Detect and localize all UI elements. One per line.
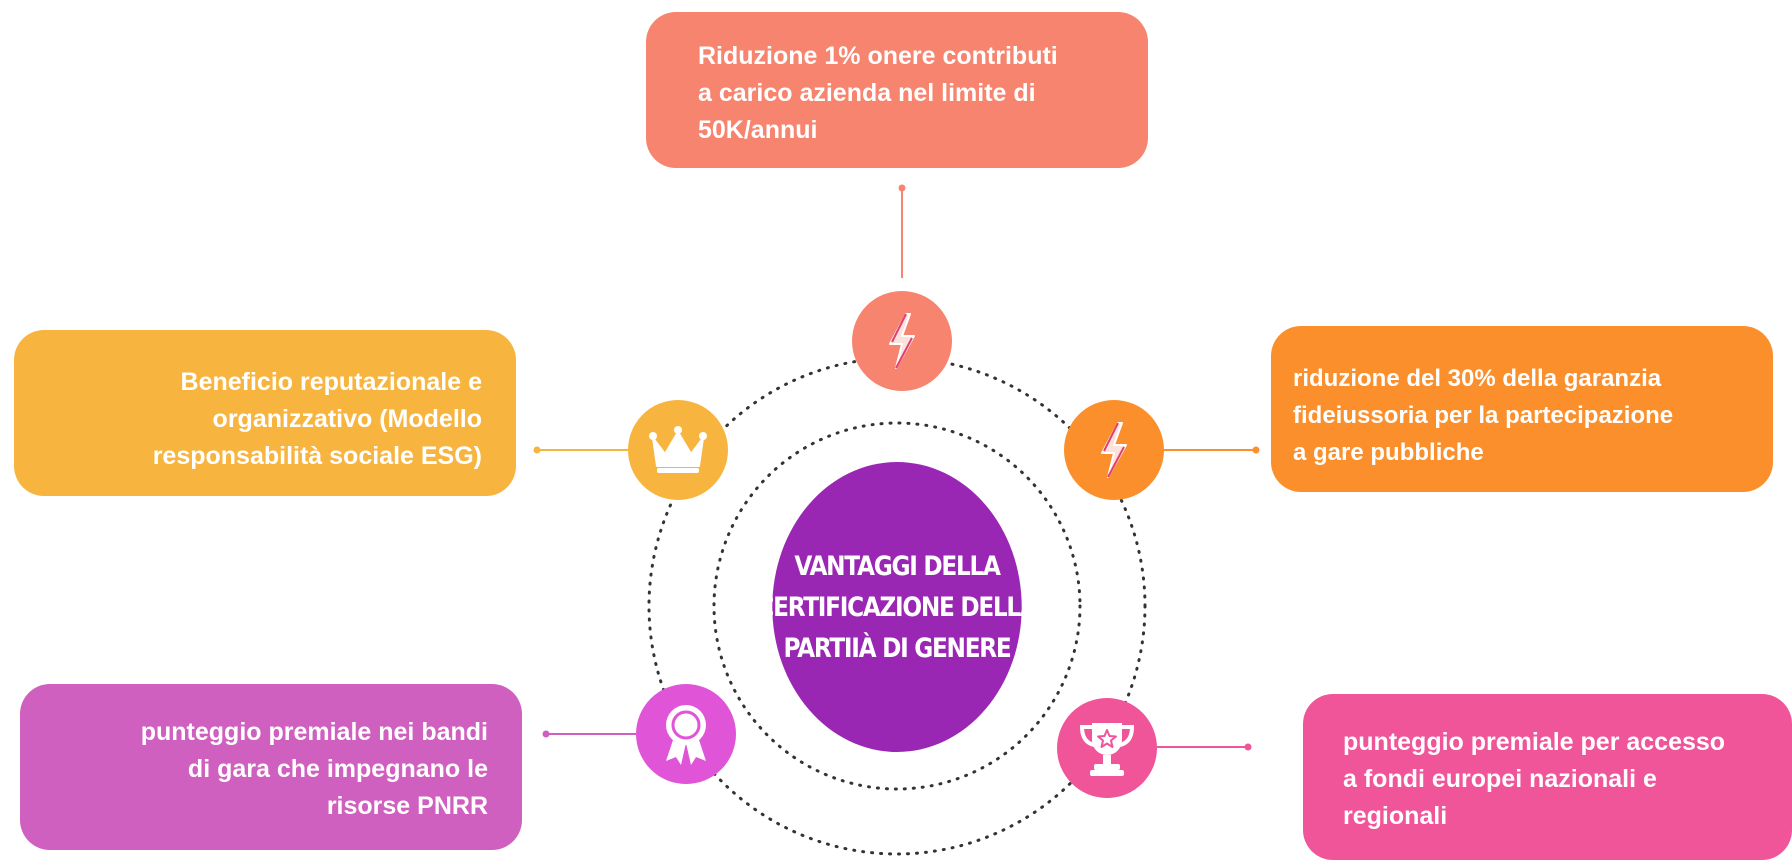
crown-icon [649,426,707,473]
benefit-line: regionali [1343,802,1448,830]
center-title-line: CERTIFICAZIONE DELLA [757,591,1038,623]
center-title-line: PARTIIÀ DI GENERE [783,632,1012,664]
lightning-icon [1101,422,1127,478]
node-top-right [1064,400,1164,500]
benefit-line: organizzativo (Modello [212,405,482,433]
connector-top-dot [898,184,906,192]
connector-top-right-dot [1252,446,1260,454]
benefit-text-bottom-right: punteggio premiale per accesso a fondi e… [1343,724,1792,835]
benefit-line: risorse PNRR [326,792,488,820]
benefit-line: Beneficio reputazionale e [180,368,482,396]
benefit-line: fideiussoria per la partecipazione [1293,402,1674,429]
benefit-text-top-left: Beneficio reputazionale e organizzativo … [14,364,482,475]
connector-top-left-dot [533,446,541,454]
benefit-text-bottom-left: punteggio premiale nei bandi di gara che… [20,714,488,825]
benefit-line: punteggio premiale nei bandi [140,718,488,746]
center-title-circle: VANTAGGI DELLA CERTIFICAZIONE DELLA PART… [757,462,1038,752]
center-title-line: VANTAGGI DELLA [794,550,1001,582]
benefit-box-top-right: riduzione del 30% della garanzia fideius… [1271,326,1773,492]
benefit-line: di gara che impegnano le [187,755,488,783]
benefit-box-bottom-left: punteggio premiale nei bandi di gara che… [20,684,522,850]
benefit-line: a gare pubbliche [1293,439,1484,466]
award-ribbon-icon [666,705,706,765]
inner-dotted-ring [712,421,1082,791]
benefit-line: riduzione del 30% della garanzia [1293,365,1662,392]
node-bottom-right [1057,698,1157,798]
benefit-line: a fondi europei nazionali e [1343,765,1657,793]
outer-dotted-ring [647,356,1147,856]
benefit-line: punteggio premiale per accesso [1343,728,1726,756]
benefit-line: a carico azienda nel limite di [698,79,1036,107]
lightning-icon [889,313,915,369]
benefit-box-top-left: Beneficio reputazionale e organizzativo … [14,330,516,496]
node-top-left [628,400,728,500]
trophy-icon [1079,723,1135,776]
connector-bottom-left-dot [542,730,550,738]
benefit-text-top-right: riduzione del 30% della garanzia fideius… [1293,360,1773,471]
node-bottom-left [636,684,736,784]
connector-bottom-right-dot [1244,743,1252,751]
benefit-line: Riduzione 1% onere contributi [698,42,1058,70]
benefit-line: responsabilità sociale ESG) [152,442,482,470]
benefit-box-bottom-right: punteggio premiale per accesso a fondi e… [1303,694,1792,860]
node-top [852,291,952,391]
benefit-box-top: Riduzione 1% onere contributi a carico a… [646,12,1148,168]
benefit-text-top: Riduzione 1% onere contributi a carico a… [698,38,1148,149]
benefit-line: 50K/annui [698,116,818,144]
